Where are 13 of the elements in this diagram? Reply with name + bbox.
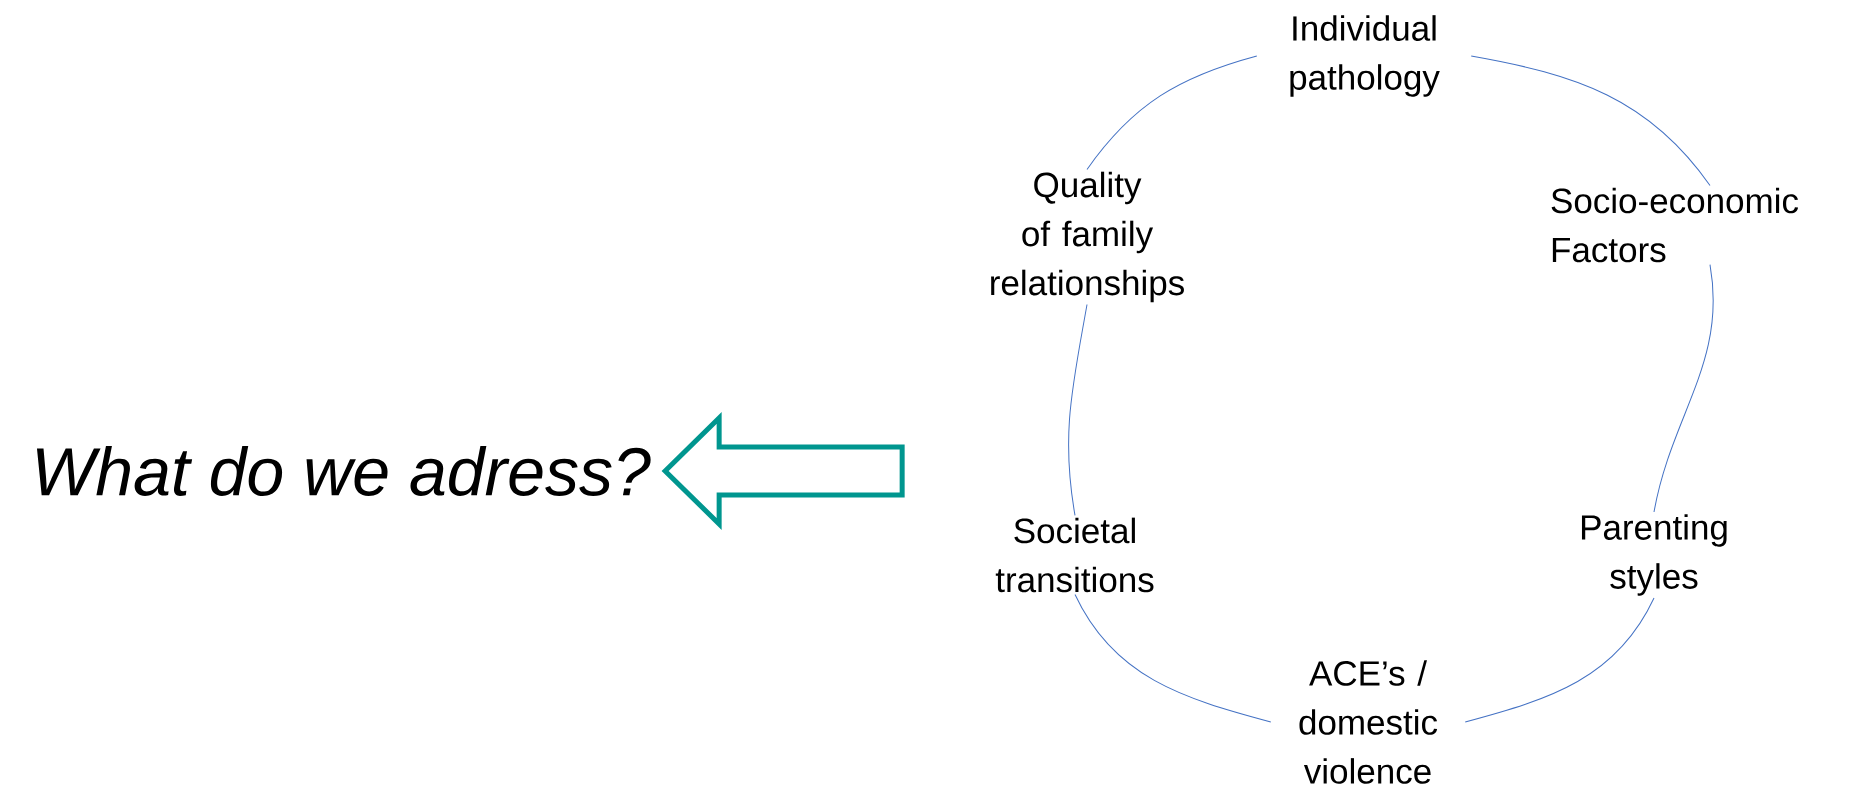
- connector-arc: [1086, 55, 1258, 170]
- connector-arc: [1074, 594, 1272, 723]
- factor-label: Individual pathology: [1290, 15, 1440, 97]
- connector-arc: [1068, 304, 1088, 516]
- question-text: What do we adress?: [36, 446, 651, 496]
- factor-label: Quality of family relationships: [991, 171, 1184, 303]
- connector-arc: [1470, 55, 1711, 186]
- factor-label: Parenting styles: [1581, 514, 1727, 596]
- factor-label: ACE’s / domestic violence: [1299, 660, 1438, 784]
- factor-label: Societal transitions: [995, 517, 1154, 593]
- factor-label: Socio-economic Factors: [1551, 187, 1799, 263]
- connector-arc: [1653, 264, 1714, 513]
- connector-arc: [1464, 597, 1655, 723]
